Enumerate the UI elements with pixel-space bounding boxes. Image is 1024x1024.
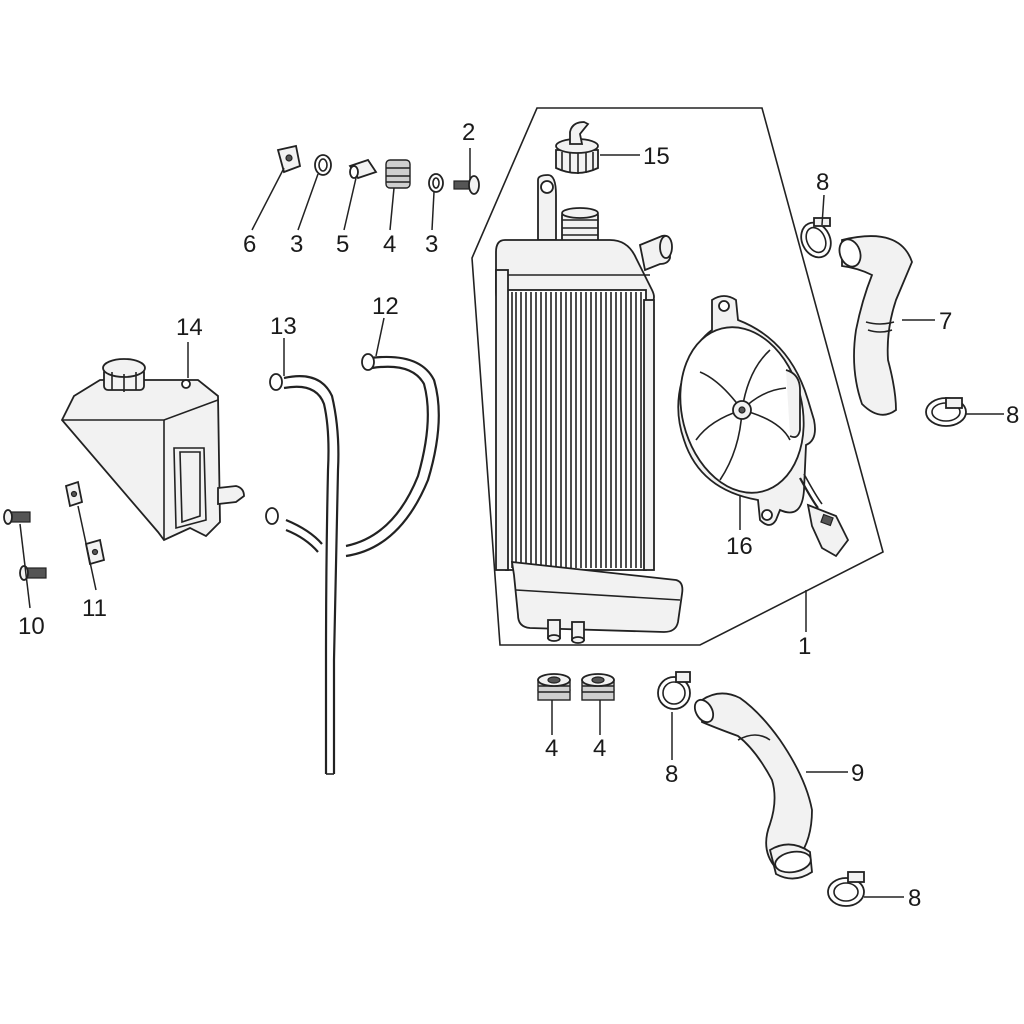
- callout-13: 13: [270, 313, 297, 340]
- callout-11: 11: [82, 595, 107, 622]
- overflow-hose: [265, 373, 340, 775]
- callout-14: 14: [176, 314, 203, 341]
- washer-3-left: [314, 154, 332, 176]
- clip-nut-11-lower: [84, 538, 106, 566]
- callout-labels: 2 6 3 5 4 3 15 8 7 8 16 1 14 13 12 10 11…: [18, 119, 1019, 912]
- bolt-10-upper: [3, 509, 31, 525]
- callout-7: 7: [939, 308, 952, 335]
- washer-3-right: [428, 173, 444, 193]
- callout-4-lower-left: 4: [545, 735, 558, 762]
- callout-16: 16: [726, 533, 753, 560]
- callout-4-top: 4: [383, 231, 396, 258]
- clip-nut-6: [276, 144, 302, 174]
- reservoir-hose: [345, 353, 440, 558]
- callout-10: 10: [18, 613, 45, 640]
- cooling-fan: [677, 295, 850, 558]
- lower-hose: [693, 692, 813, 880]
- grommet-4-lower-left: [537, 673, 571, 701]
- grommet-4-lower-right: [581, 673, 615, 701]
- callout-12: 12: [372, 293, 399, 320]
- radiator-assembly-boundary: [471, 107, 884, 646]
- callout-15: 15: [643, 143, 670, 170]
- callout-8-bottom: 8: [908, 885, 921, 912]
- upper-hose: [838, 235, 913, 416]
- radiator-cap: [555, 121, 599, 174]
- collar-5: [348, 158, 378, 180]
- callout-6: 6: [243, 231, 256, 258]
- grommet-4-top: [385, 159, 411, 189]
- hose-clamp-lower-left: [657, 671, 691, 710]
- radiator: [495, 174, 684, 644]
- callout-8-right: 8: [1006, 402, 1019, 429]
- callout-4-lower-right: 4: [593, 735, 606, 762]
- hose-clamp-right: [925, 397, 967, 427]
- bolt-2: [453, 175, 480, 195]
- hose-clamp-bottom: [827, 871, 865, 907]
- callout-3-right: 3: [425, 231, 438, 258]
- clip-nut-11-upper: [64, 480, 84, 508]
- callout-9: 9: [851, 760, 864, 787]
- callout-1: 1: [798, 633, 811, 660]
- callout-8-lower-left: 8: [665, 761, 678, 788]
- callout-3-left: 3: [290, 231, 303, 258]
- callout-2: 2: [462, 119, 475, 146]
- reservoir-tank: [60, 358, 245, 542]
- callout-8-top: 8: [816, 169, 829, 196]
- radiator-fins: [511, 292, 642, 568]
- callout-5: 5: [336, 231, 349, 258]
- bolt-10-lower: [19, 565, 47, 581]
- leader-lines: [19, 148, 1004, 898]
